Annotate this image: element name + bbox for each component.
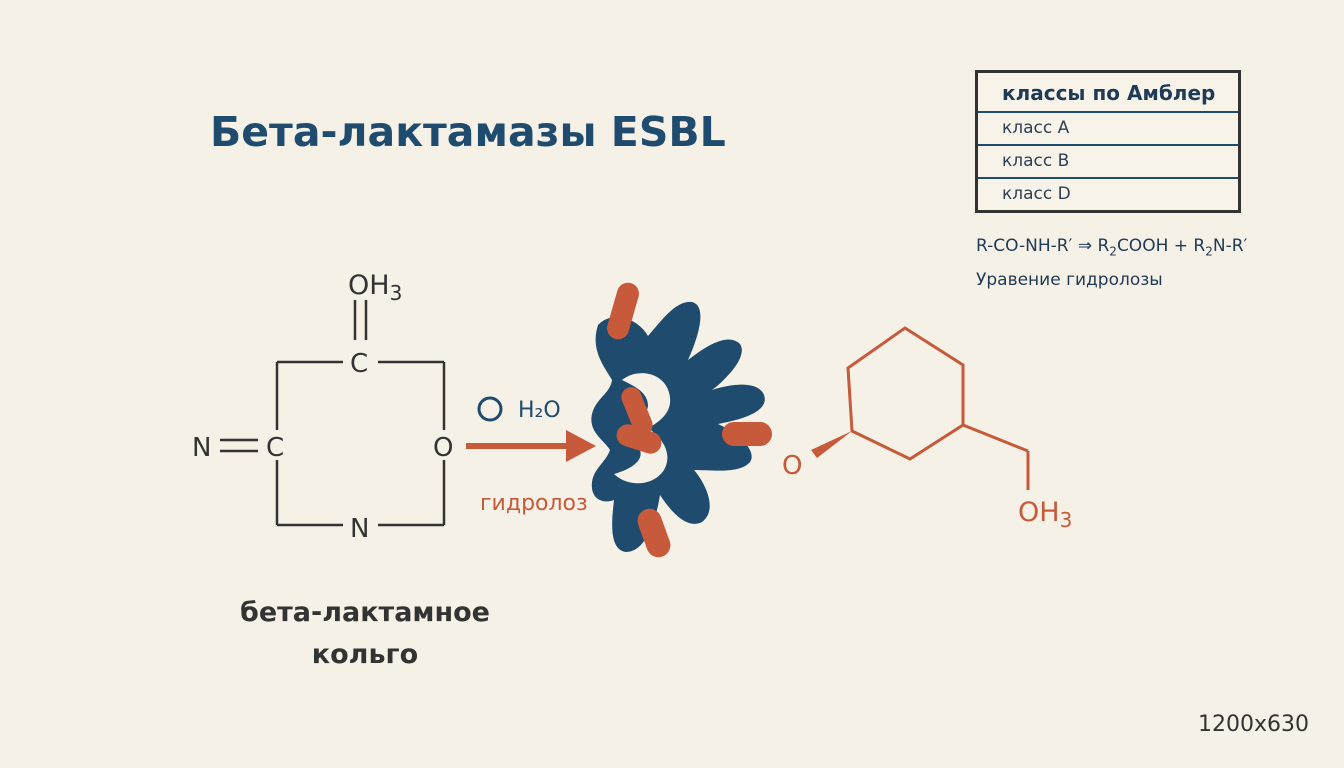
reaction-arrow-icon (466, 430, 596, 462)
oxygen-right-label: O (433, 433, 453, 463)
beta-lactam-ring (220, 300, 446, 527)
enzyme-icon (591, 282, 772, 558)
ambler-table-row: класс D (1002, 184, 1071, 204)
nitrogen-left-label: N (192, 433, 211, 463)
wedge-bond (811, 431, 852, 458)
equation-caption: Уравение гидролозы (976, 270, 1163, 290)
product-group-label: OH3 (1018, 497, 1072, 532)
hydrolysis-label: гидролоз (480, 491, 588, 516)
ambler-class-table: классы по Амблер класс A класс B класс D (975, 70, 1241, 213)
ambler-table-header: классы по Амблер (978, 73, 1238, 113)
water-label: H₂O (518, 398, 561, 423)
ambler-table-row: класс A (978, 113, 1238, 146)
water-molecule-icon (477, 396, 503, 422)
page-title: Бета-лактамазы ESBL (210, 108, 726, 156)
hydrolysis-equation: R-CO-NH-R′ ⇒ R2COOH + R2N-R′ (976, 236, 1248, 259)
ring-caption: бета-лактамное кольго (239, 597, 490, 670)
carbon-top-label: C (350, 349, 368, 379)
nitrogen-bottom-label: N (350, 514, 369, 544)
top-group-label: OH3 (348, 270, 402, 305)
carbon-left-label: C (266, 433, 284, 463)
dimensions-label: 1200x630 (1198, 712, 1309, 737)
product-ring (846, 326, 1030, 490)
ambler-table-row: класс B (978, 146, 1238, 179)
product-oxygen-label: O (782, 451, 802, 481)
